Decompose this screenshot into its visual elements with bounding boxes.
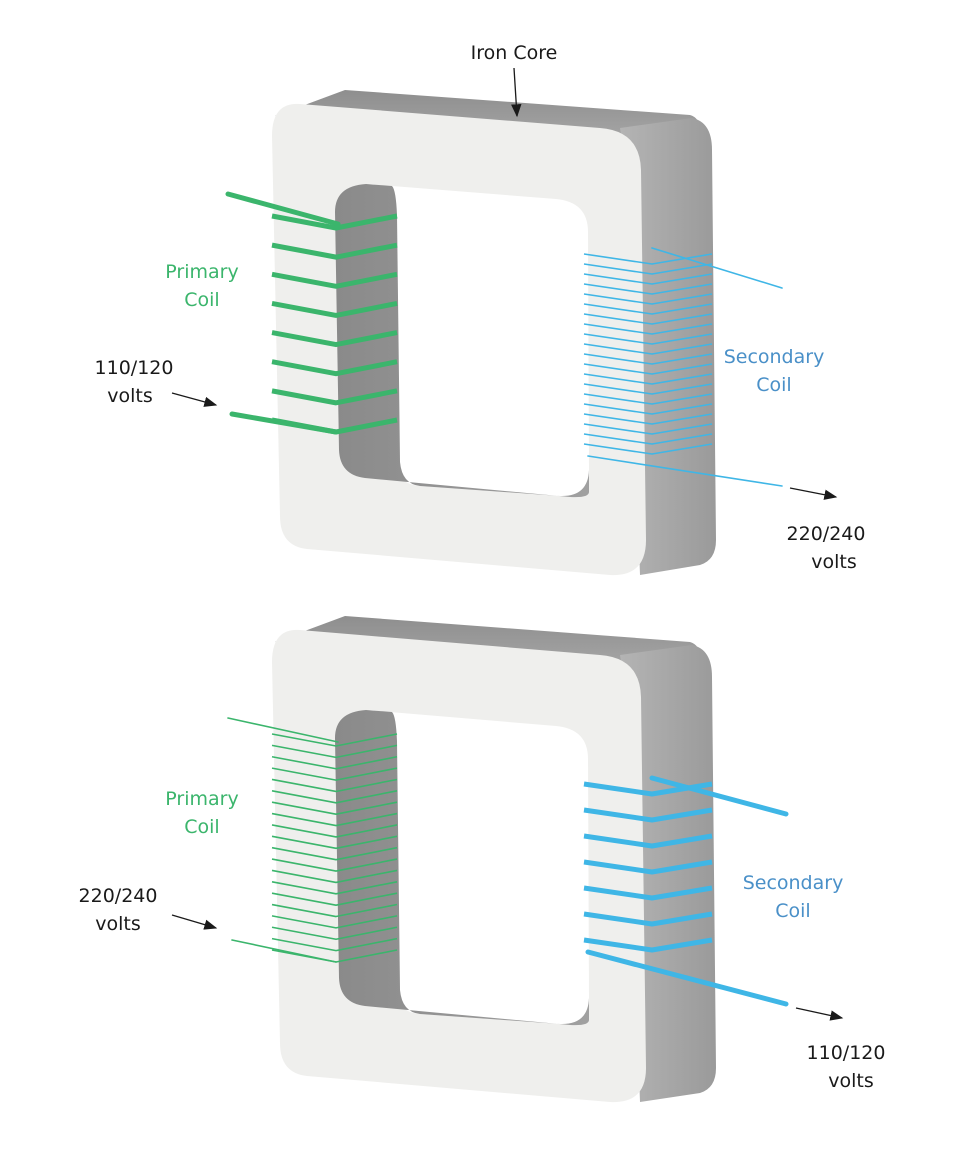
primary-coil-turn	[271, 869, 398, 884]
secondary-coil-turn	[583, 937, 713, 953]
secondary-coil-turn	[583, 911, 713, 927]
bottom-input-voltage-line2: volts	[95, 913, 141, 935]
secondary-coil-turn	[583, 885, 713, 901]
top-primary-label-line1: Primary	[165, 261, 238, 283]
top-output-arrow	[789, 487, 838, 500]
bottom-input-voltage-line1: 220/240	[79, 885, 158, 907]
secondary-coil-turn	[583, 433, 713, 445]
bottom-output-arrow	[795, 1007, 844, 1021]
top-output-voltage-line2: volts	[811, 551, 857, 573]
secondary-lead-top	[649, 775, 789, 817]
primary-coil-turn	[271, 778, 398, 793]
top-secondary-label-line2: Coil	[756, 374, 791, 396]
primary-coil-turn	[271, 300, 398, 318]
primary-coil-turn	[271, 359, 398, 377]
primary-coil-turn	[271, 812, 398, 827]
primary-coil-turn	[271, 213, 398, 231]
primary-coil-turn	[271, 881, 398, 895]
iron-core-label: Iron Core	[471, 42, 558, 64]
primary-coil-turn	[271, 755, 398, 770]
secondary-coil-turn	[583, 273, 713, 285]
top-input-arrow	[171, 392, 218, 407]
secondary-coil-turn	[583, 353, 713, 365]
bottom-output-voltage-line2: volts	[828, 1070, 874, 1092]
secondary-coil-turn	[583, 443, 713, 455]
primary-lead-bottom	[229, 411, 339, 435]
bottom-secondary-label-line1: Secondary	[743, 872, 844, 894]
primary-coil-turn	[271, 903, 398, 918]
primary-lead-top	[227, 717, 339, 743]
primary-coil-turn	[271, 915, 398, 929]
secondary-lead-top	[651, 247, 783, 289]
secondary-coil-turn	[583, 323, 713, 335]
secondary-coil-turn	[583, 253, 713, 265]
secondary-coil-turn	[583, 293, 713, 305]
primary-coil-turn	[271, 835, 398, 850]
secondary-coil-turn	[583, 343, 713, 355]
bottom-secondary-coil	[583, 775, 789, 1007]
secondary-coil-turn	[583, 423, 713, 435]
bottom-primary-label-line2: Coil	[184, 816, 219, 838]
top-secondary-label-line1: Secondary	[724, 346, 825, 368]
secondary-coil-turn	[583, 413, 713, 425]
primary-coil-turn	[271, 767, 398, 781]
primary-coil-turn	[271, 733, 398, 747]
secondary-coil-turn	[583, 383, 713, 395]
bottom-primary-label-line1: Primary	[165, 788, 238, 810]
primary-lead-bottom	[231, 939, 337, 963]
primary-coil-turn	[271, 824, 398, 838]
secondary-coil-turn	[583, 363, 713, 375]
top-input-voltage-line1: 110/120	[95, 357, 174, 379]
primary-coil-turn	[271, 388, 398, 406]
primary-coil-turn	[271, 242, 398, 260]
bottom-input-arrow	[171, 914, 218, 930]
secondary-lead-bottom	[585, 949, 789, 1007]
primary-coil-turn	[271, 892, 398, 906]
secondary-coil-turn	[583, 283, 713, 295]
bottom-transformer: Primary Coil Secondary Coil 220/240 volt…	[79, 616, 886, 1103]
primary-coil-turn	[271, 926, 398, 941]
top-iron-core	[272, 90, 716, 576]
secondary-coil-turn	[583, 393, 713, 405]
bottom-secondary-label-line2: Coil	[775, 900, 810, 922]
top-output-voltage-line1: 220/240	[787, 523, 866, 545]
primary-coil-turn	[271, 271, 398, 289]
secondary-coil-turn	[583, 807, 713, 823]
top-primary-coil	[225, 191, 398, 435]
iron-core-arrow	[511, 67, 522, 118]
secondary-coil-turn	[583, 373, 713, 385]
secondary-lead-bottom	[587, 455, 783, 487]
secondary-coil-turn	[583, 859, 713, 875]
bottom-iron-core	[272, 616, 716, 1103]
primary-coil-turn	[271, 801, 398, 816]
bottom-output-voltage-line1: 110/120	[807, 1042, 886, 1064]
primary-coil-turn	[271, 330, 398, 348]
top-input-voltage-line2: volts	[107, 385, 153, 407]
primary-lead-top	[225, 191, 341, 227]
secondary-coil-turn	[583, 263, 713, 275]
secondary-coil-turn	[583, 333, 713, 345]
top-secondary-coil	[583, 247, 783, 487]
primary-coil-turn	[271, 744, 398, 759]
secondary-coil-turn	[583, 313, 713, 325]
secondary-coil-turn	[583, 403, 713, 415]
bottom-primary-coil	[227, 717, 398, 963]
secondary-coil-turn	[583, 833, 713, 849]
top-iron-core-label-group: Iron Core	[471, 42, 558, 118]
primary-coil-turn	[271, 937, 398, 952]
secondary-coil-turn	[583, 781, 713, 797]
primary-coil-turn	[271, 846, 398, 861]
primary-coil-turn	[271, 858, 398, 872]
top-transformer: Iron Core Primary Coil Secondary Coil 11…	[95, 42, 866, 576]
top-primary-label-line2: Coil	[184, 289, 219, 311]
primary-coil-turn	[271, 790, 398, 804]
secondary-coil-turn	[583, 303, 713, 315]
